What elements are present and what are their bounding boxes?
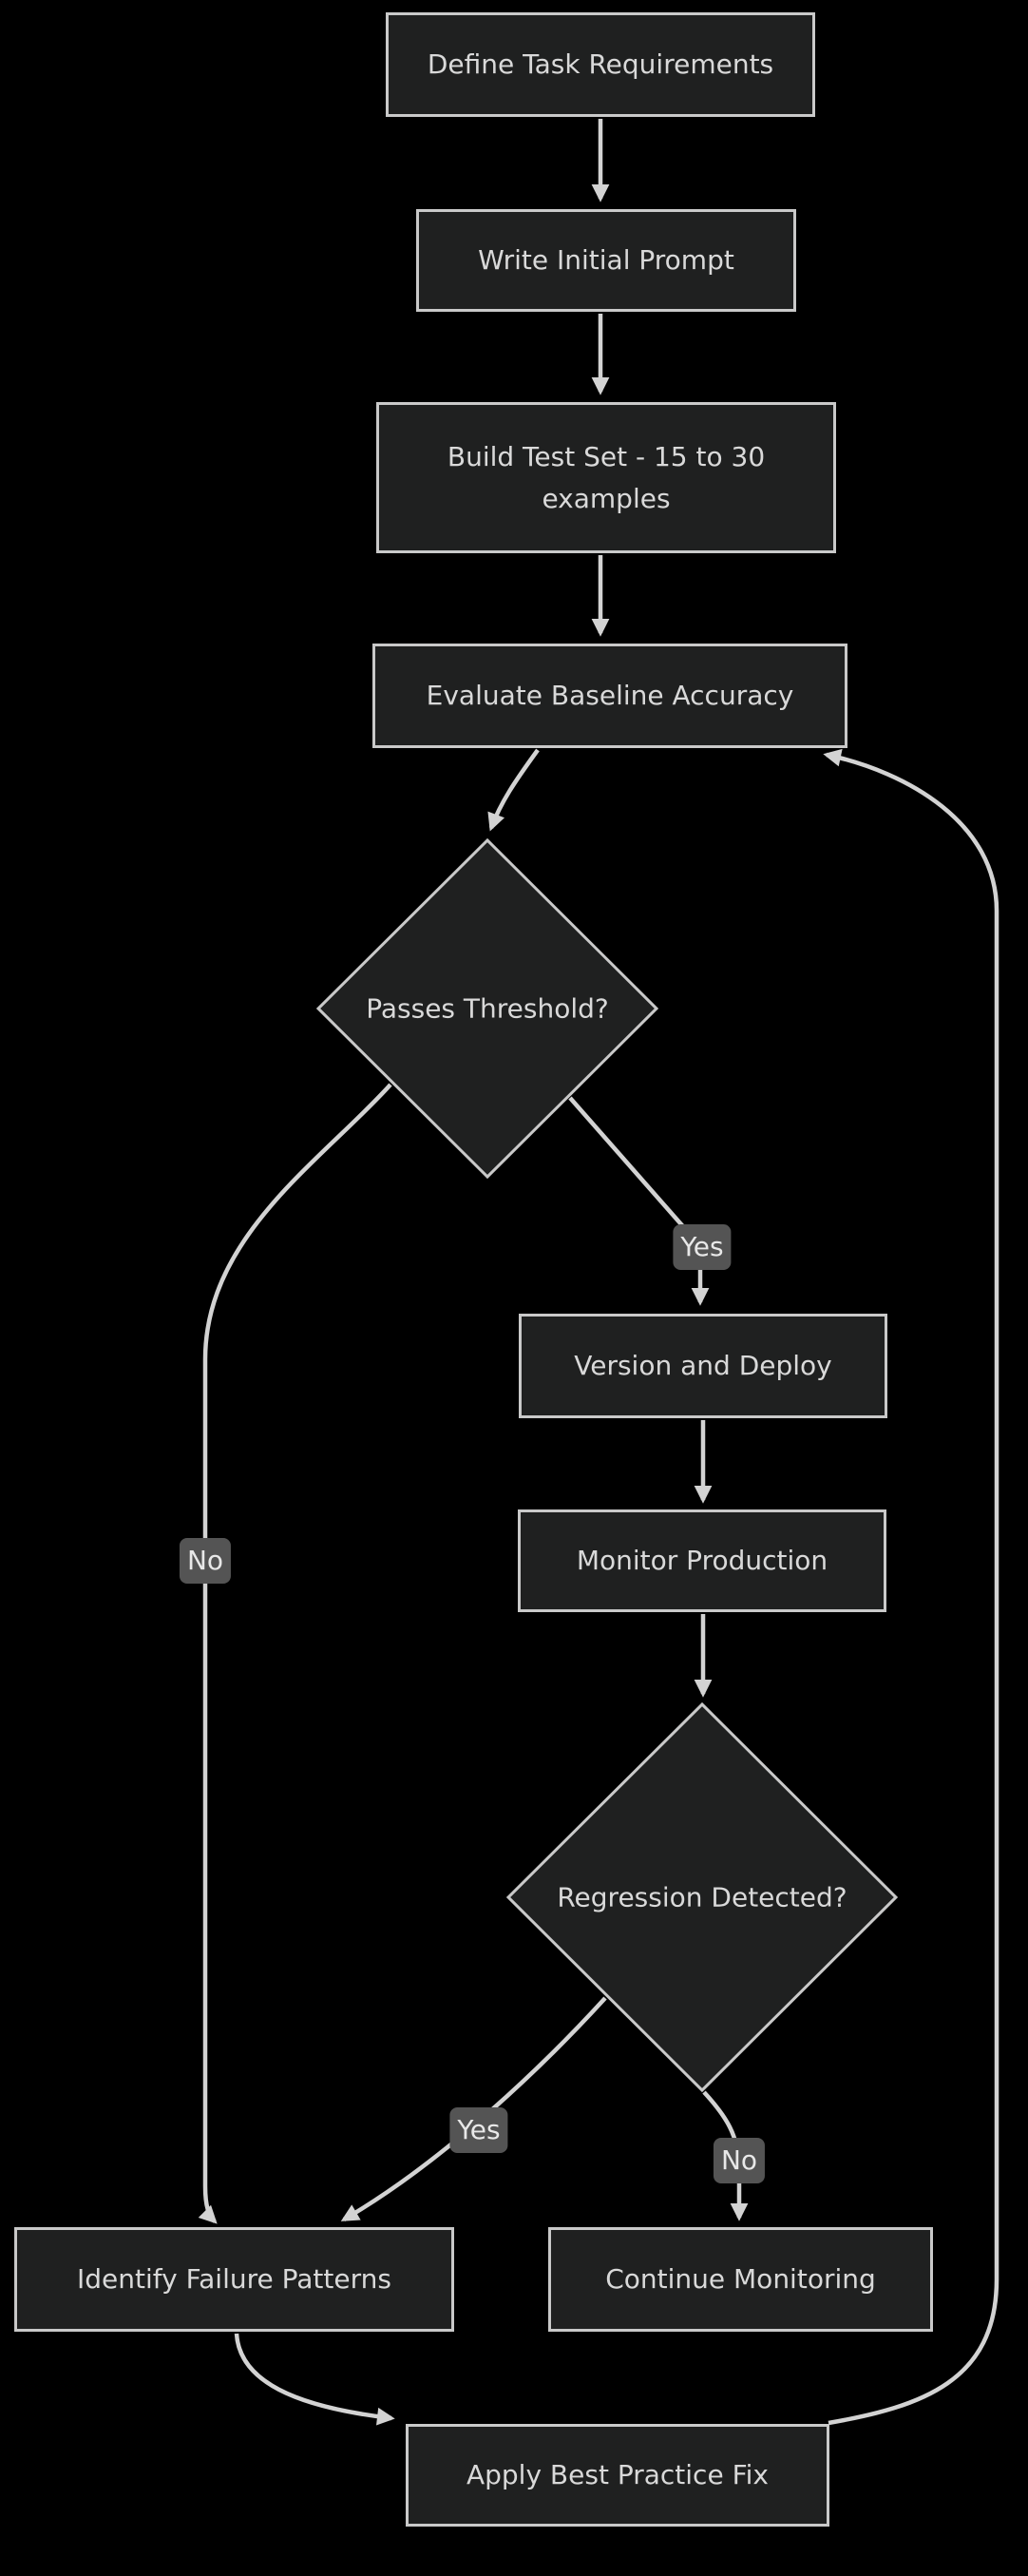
node-write-initial-prompt: Write Initial Prompt [416,209,796,312]
node-version-and-deploy: Version and Deploy [519,1314,887,1418]
node-build-test-set: Build Test Set - 15 to 30 examples [376,402,836,553]
decision-regression-detected-label: Regression Detected? [557,1881,847,1913]
edge-label-regression-yes: Yes [449,2107,508,2153]
node-continue-monitoring: Continue Monitoring [548,2227,933,2332]
edge-passes-to-identify [198,1083,392,2224]
node-identify-failure-patterns: Identify Failure Patterns [14,2227,454,2332]
edge-label-passes-yes: Yes [673,1224,732,1270]
node-apply-best-practice-fix: Apply Best Practice Fix [406,2424,829,2527]
node-define-task-requirements: Define Task Requirements [386,12,815,117]
decision-passes-threshold-label: Passes Threshold? [366,992,609,1025]
edge-apply-to-evaluate-loop [823,748,999,2426]
node-monitor-production: Monitor Production [518,1509,886,1612]
edge-identify-to-apply [234,2333,395,2426]
node-evaluate-baseline-accuracy: Evaluate Baseline Accuracy [372,644,847,748]
edge-passes-to-version-segment1 [568,1096,690,1234]
passes-threshold-diamond [315,837,659,1180]
edge-label-regression-no: No [713,2138,766,2183]
edge-label-passes-no: No [179,1538,232,1584]
regression-detected-diamond [505,1701,899,2093]
edge-evaluate-to-passes [487,748,540,832]
